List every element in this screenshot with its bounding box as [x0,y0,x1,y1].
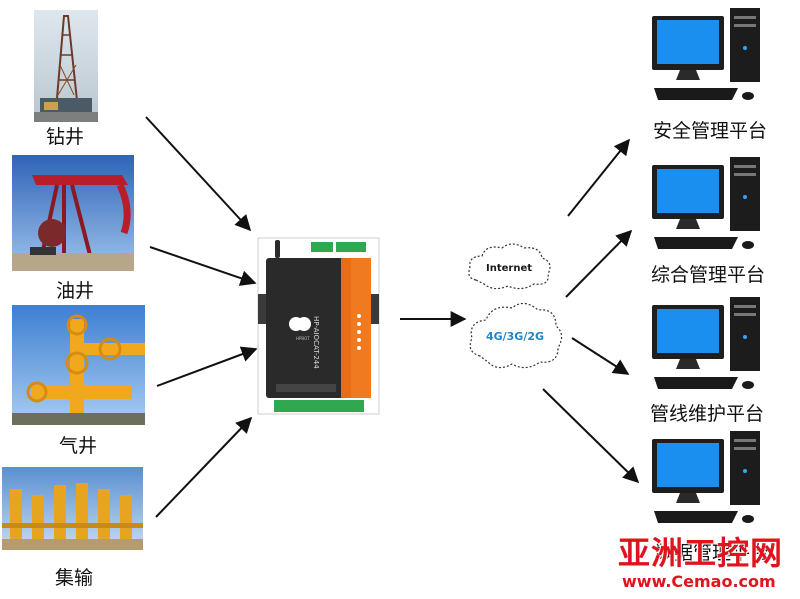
platform-label-pipeline: 管线维护平台 [649,403,764,425]
source-label-oil-well: 油井 [55,280,94,302]
computer-icon [652,157,768,265]
cellular-cloud: 4G/3G/2G [466,300,564,372]
gateway-model: HP-AIOCAT-244 [312,316,320,369]
computer-icon [652,431,768,539]
source-label-gas-well: 气井 [58,435,97,457]
oil-pump-jack-image [12,155,134,271]
arrow-network-to-pipeline [571,337,630,375]
computer-icon [652,8,768,116]
gateway-brand: HPBOT [296,336,310,341]
watermark-url: www.Cemao.com [622,572,776,591]
arrow-oil-to-gateway [149,246,257,286]
platform-label-integrated: 综合管理平台 [650,264,765,286]
gateway-device: HPBOT HP-AIOCAT-244 [256,236,381,416]
platform-label-data: 数据管理平台 [654,542,769,564]
arrow-gas-to-gateway [156,346,258,387]
watermark-logo: 亚洲工控网 www.Cemao.com [618,534,796,596]
source-label-drilling: 钻井 [45,126,84,148]
watermark-text: 亚洲工控网 [618,534,784,572]
gas-wellhead-image [12,305,145,425]
arrow-network-to-integrated [565,229,633,298]
platform-label-safety: 安全管理平台 [652,120,767,142]
gathering-station-image [2,467,143,550]
arrow-network-to-safety [567,138,631,217]
computer-icon [652,297,768,405]
cellular-label: 4G/3G/2G [486,330,544,343]
drilling-rig-image [34,10,98,122]
internet-cloud: Internet [464,240,554,292]
arrow-drilling-to-gateway [145,116,252,232]
arrow-network-to-data [542,388,640,484]
arrow-gathering-to-gateway [155,416,253,518]
source-label-gathering: 集输 [54,567,93,589]
internet-label: Internet [486,263,532,274]
